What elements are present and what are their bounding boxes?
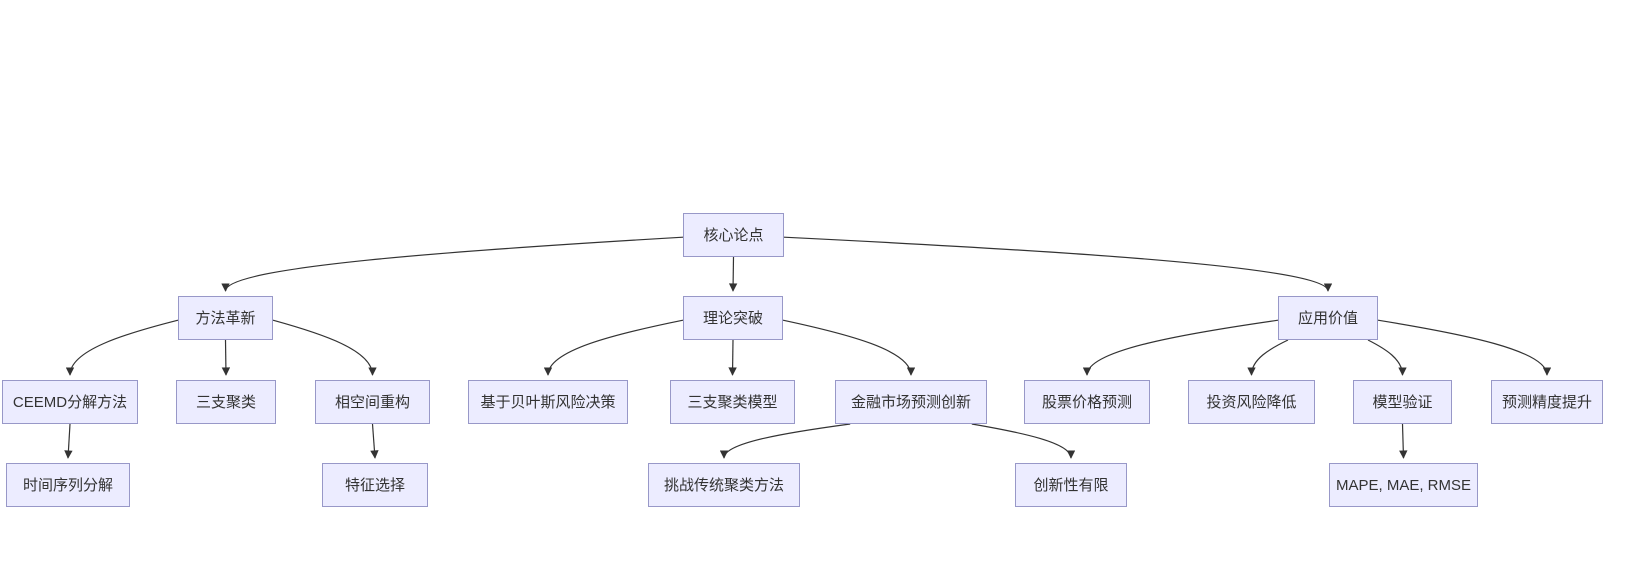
edge-theory-breakthrough-to-bayesian-risk-decision <box>543 319 684 376</box>
node-limited-innovation: 创新性有限 <box>1015 463 1127 507</box>
node-application-value: 应用价值 <box>1278 296 1378 340</box>
node-time-series-decomposition: 时间序列分解 <box>6 463 130 507</box>
edge-financial-market-forecast-innovation-to-challenge-traditional-clustering <box>719 423 851 459</box>
edge-core-thesis-to-theory-breakthrough <box>728 256 738 292</box>
edge-theory-breakthrough-to-three-way-clustering-model <box>728 339 737 376</box>
node-mape-mae-rmse: MAPE, MAE, RMSE <box>1329 463 1478 507</box>
node-prediction-accuracy-improvement: 预测精度提升 <box>1491 380 1603 424</box>
node-investment-risk-reduction: 投资风险降低 <box>1188 380 1315 424</box>
node-core-thesis: 核心论点 <box>683 213 784 257</box>
edge-application-value-to-stock-price-prediction <box>1082 319 1279 376</box>
node-theory-breakthrough: 理论突破 <box>683 296 783 340</box>
edge-model-validation-to-mape-mae-rmse <box>1399 423 1408 459</box>
node-ceemd-decomposition: CEEMD分解方法 <box>2 380 138 424</box>
edge-method-innovation-to-phase-space-reconstruction <box>272 319 377 376</box>
edge-method-innovation-to-three-way-clustering <box>221 339 231 376</box>
edge-theory-breakthrough-to-financial-market-forecast-innovation <box>782 319 916 376</box>
edge-financial-market-forecast-innovation-to-limited-innovation <box>971 423 1076 459</box>
edge-method-innovation-to-ceemd-decomposition <box>65 319 179 376</box>
node-phase-space-reconstruction: 相空间重构 <box>315 380 430 424</box>
node-stock-price-prediction: 股票价格预测 <box>1024 380 1150 424</box>
node-three-way-clustering: 三支聚类 <box>176 380 276 424</box>
edge-ceemd-decomposition-to-time-series-decomposition <box>64 423 73 459</box>
edge-core-thesis-to-application-value <box>783 236 1333 292</box>
node-challenge-traditional-clustering: 挑战传统聚类方法 <box>648 463 800 507</box>
node-bayesian-risk-decision: 基于贝叶斯风险决策 <box>468 380 628 424</box>
node-feature-selection: 特征选择 <box>322 463 428 507</box>
node-model-validation: 模型验证 <box>1353 380 1452 424</box>
edge-application-value-to-prediction-accuracy-improvement <box>1377 319 1552 376</box>
node-three-way-clustering-model: 三支聚类模型 <box>670 380 795 424</box>
edge-application-value-to-investment-risk-reduction <box>1247 339 1289 376</box>
edge-application-value-to-model-validation <box>1367 339 1407 376</box>
edge-phase-space-reconstruction-to-feature-selection <box>370 423 379 459</box>
node-financial-market-forecast-innovation: 金融市场预测创新 <box>835 380 987 424</box>
node-method-innovation: 方法革新 <box>178 296 273 340</box>
edge-core-thesis-to-method-innovation <box>221 236 684 292</box>
